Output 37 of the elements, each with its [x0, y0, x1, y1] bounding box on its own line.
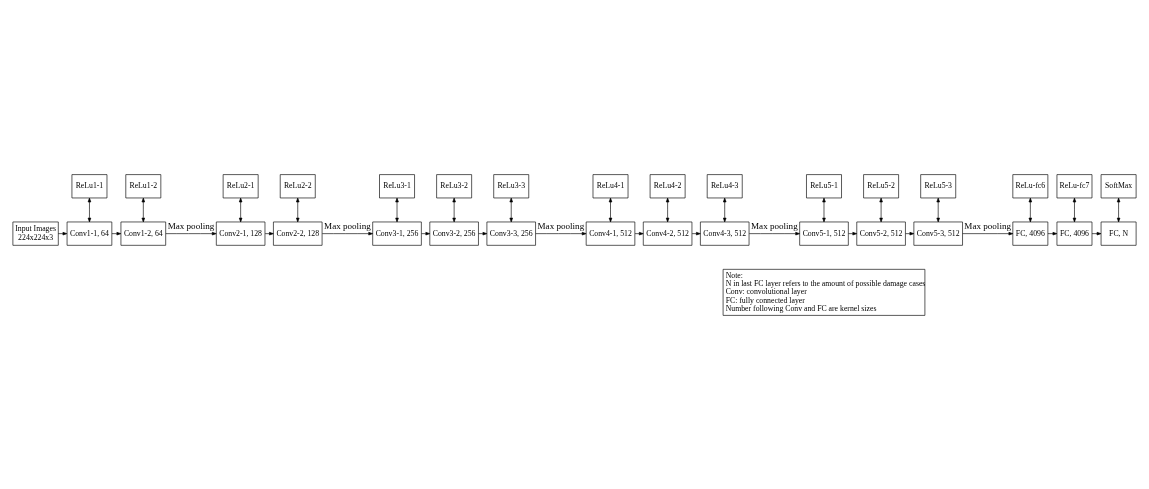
arrow — [879, 197, 883, 222]
arrow — [1028, 197, 1033, 222]
arrow — [296, 197, 300, 222]
arrow — [321, 231, 373, 235]
arrow — [87, 197, 92, 222]
arrow — [395, 197, 399, 222]
arrow — [665, 197, 670, 222]
arrow — [478, 231, 488, 235]
arrow — [748, 231, 800, 235]
arrow — [848, 231, 857, 235]
arrow — [421, 231, 431, 235]
arrow — [936, 197, 940, 222]
arrow — [165, 231, 217, 235]
arrow — [535, 231, 587, 235]
arrow — [1047, 231, 1058, 235]
arrow — [608, 197, 613, 222]
arrow — [723, 197, 727, 222]
arrow — [905, 231, 915, 235]
arrow — [691, 231, 701, 235]
arrow — [1091, 231, 1102, 235]
edge-label: Max pooling — [324, 220, 371, 231]
arrow — [264, 231, 274, 235]
arrow — [1116, 197, 1121, 222]
arrow — [452, 197, 456, 222]
arrow — [509, 197, 513, 222]
edge-label: Max pooling — [537, 220, 585, 231]
arrow — [111, 231, 122, 235]
arrow — [238, 197, 243, 222]
arrow — [634, 231, 644, 235]
arrow — [58, 231, 68, 235]
edge-label: Max pooling — [964, 220, 1012, 231]
edge-label: Max pooling — [167, 220, 215, 231]
arrow — [962, 231, 1014, 235]
arrow — [1072, 197, 1077, 222]
arrow — [141, 197, 145, 222]
edge-label: Max pooling — [751, 220, 798, 231]
arrow — [822, 197, 826, 222]
